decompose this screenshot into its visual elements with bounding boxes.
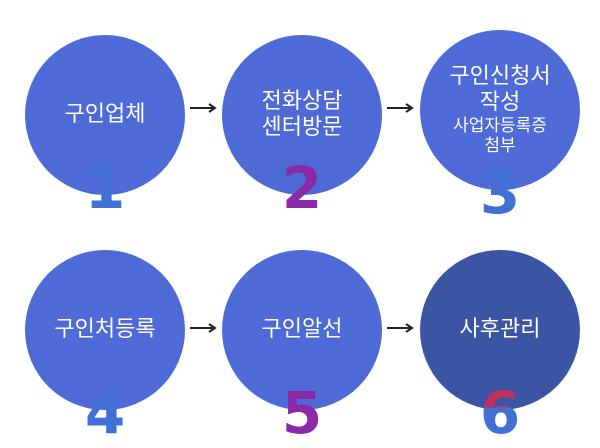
step-1-label: 구인업체 [64,102,146,127]
step-2-number: 2 [281,154,323,222]
step-3-sublabel-line-1: 사업자등록증 [453,116,547,136]
step-4-label: 구인처등록 [54,317,156,342]
step-5-number: 5 [281,379,323,447]
step-1-circle: 구인업체 [25,35,185,195]
step-1: 구인업체 1 [25,35,185,225]
step-3-circle: 구인신청서 작성 사업자등록증 첨부 [420,30,580,190]
step-3-number: 3 [479,159,521,227]
step-5-circle: 구인알선 [222,250,382,410]
step-3-sublabel-line-2: 첨부 [484,136,516,156]
step-6-circle: 사후관리 [420,250,580,410]
step-4-circle: 구인처등록 [25,250,185,410]
arrow-right-icon [386,319,414,333]
step-3-label-line-1: 구인신청서 [449,64,551,89]
step-6: 사후관리 6 [420,250,580,447]
step-2: 전화상담 센터방문 2 [222,35,382,225]
step-2-circle: 전화상담 센터방문 [222,35,382,195]
step-6-label: 사후관리 [459,317,541,342]
arrow-right-icon [189,319,217,333]
step-5: 구인알선 5 [222,250,382,447]
step-5-label: 구인알선 [261,317,343,342]
arrow-right-icon [386,99,414,113]
arrow-right-icon [189,99,217,113]
step-4-number: 4 [84,379,126,447]
step-6-number: 6 [420,378,580,448]
step-3: 구인신청서 작성 사업자등록증 첨부 3 [420,30,580,227]
step-3-label-line-2: 작성 [479,90,521,115]
step-1-number: 1 [84,154,126,222]
step-2-label-line-2: 센터방문 [261,115,343,140]
step-4: 구인처등록 4 [25,250,185,447]
step-2-label-line-1: 전화상담 [261,89,343,114]
